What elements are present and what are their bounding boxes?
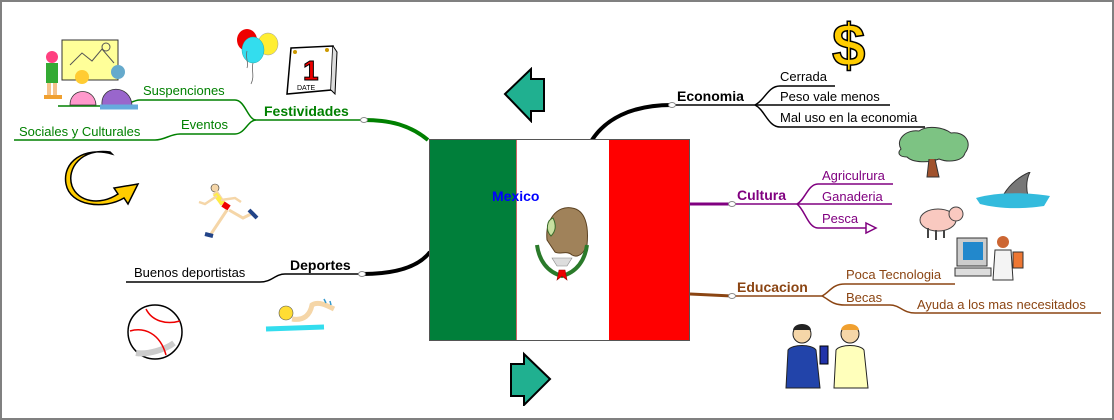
tree-icon — [898, 126, 969, 178]
branch-cultura-label[interactable]: Cultura — [737, 187, 786, 203]
calendar-icon: 1 DATE — [286, 45, 338, 96]
pig-icon — [919, 206, 964, 240]
branch-deportes-label[interactable]: Deportes — [290, 257, 351, 273]
topic-ganaderia[interactable]: Ganaderia — [822, 189, 883, 204]
baseball-icon — [127, 304, 183, 360]
topic-pesca[interactable]: Pesca — [822, 211, 859, 226]
businessmen-icon — [785, 324, 869, 389]
eagle-emblem-icon — [535, 207, 589, 281]
topic-agriculrura[interactable]: Agriculrura — [822, 168, 885, 183]
balloons-icon — [237, 29, 279, 85]
shark-fin-icon — [976, 172, 1050, 209]
computer-user-icon — [954, 236, 1024, 281]
topic-poca-tecnologia[interactable]: Poca Tecnologia — [846, 267, 942, 282]
topic-peso-vale-menos[interactable]: Peso vale menos — [780, 89, 880, 104]
topic-ayuda-a-los-mas-necesitados[interactable]: Ayuda a los mas necesitados — [917, 297, 1086, 312]
central-topic-label[interactable]: Mexico — [492, 188, 540, 204]
mexico-flag[interactable] — [429, 139, 690, 341]
flag-red-stripe — [609, 140, 689, 340]
branch-economia-label[interactable]: Economia — [677, 88, 744, 104]
topic-sociales-y-culturales[interactable]: Sociales y Culturales — [19, 124, 141, 139]
topic-becas[interactable]: Becas — [846, 290, 883, 305]
nav-arrow-right-icon[interactable] — [508, 350, 552, 406]
flag-white-stripe — [516, 140, 609, 340]
topic-cerrada[interactable]: Cerrada — [780, 69, 827, 84]
branch-festividades-label[interactable]: Festividades — [264, 103, 349, 119]
topic-eventos[interactable]: Eventos — [181, 117, 228, 132]
topic-mal-uso-en-la-economia[interactable]: Mal uso en la economia — [780, 110, 918, 125]
topic-buenos-deportistas[interactable]: Buenos deportistas — [134, 265, 246, 280]
nav-arrow-left-icon[interactable] — [503, 67, 547, 123]
swimmer-icon — [265, 298, 336, 332]
branch-educacion-label[interactable]: Educacion — [737, 279, 808, 295]
svg-text:1: 1 — [303, 55, 319, 86]
topic-suspenciones[interactable]: Suspenciones — [143, 83, 225, 98]
runner-icon — [198, 183, 259, 238]
curved-arrow-icon — [64, 150, 140, 206]
flag-green-stripe — [430, 140, 516, 340]
dollar-icon: $ — [831, 12, 866, 72]
svg-text:DATE: DATE — [297, 85, 315, 92]
children-painting-icon — [44, 39, 138, 110]
svg-text:$: $ — [832, 12, 865, 72]
